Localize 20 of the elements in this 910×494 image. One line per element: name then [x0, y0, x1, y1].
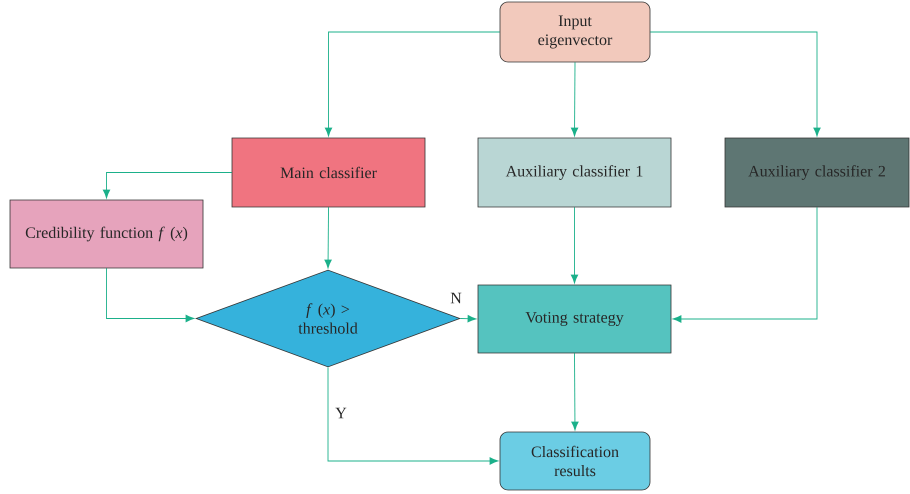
arrow: [324, 32, 500, 136]
classifier-box: Auxiliary classifier 2: [724, 138, 910, 208]
arrow: [324, 206, 332, 268]
arrow: [328, 366, 498, 465]
arrow: [102, 172, 232, 198]
result-box: Classification results: [500, 432, 650, 490]
edge-label: N: [449, 292, 463, 304]
classifier-box: Auxiliary classifier 1: [478, 138, 672, 208]
function-box: Credibility function f (x): [10, 200, 204, 268]
input-box: Input eigenvector: [500, 2, 650, 62]
arrow: [570, 62, 578, 136]
edge-label: Y: [334, 406, 348, 420]
arrow: [672, 206, 818, 323]
arrow: [650, 32, 821, 136]
arrow: [570, 206, 578, 284]
arrow: [106, 268, 194, 322]
arrow: [571, 352, 579, 430]
process-box: Voting strategy: [478, 284, 672, 354]
classifier-box: Main classifier: [232, 138, 426, 208]
arrow: [460, 315, 476, 322]
